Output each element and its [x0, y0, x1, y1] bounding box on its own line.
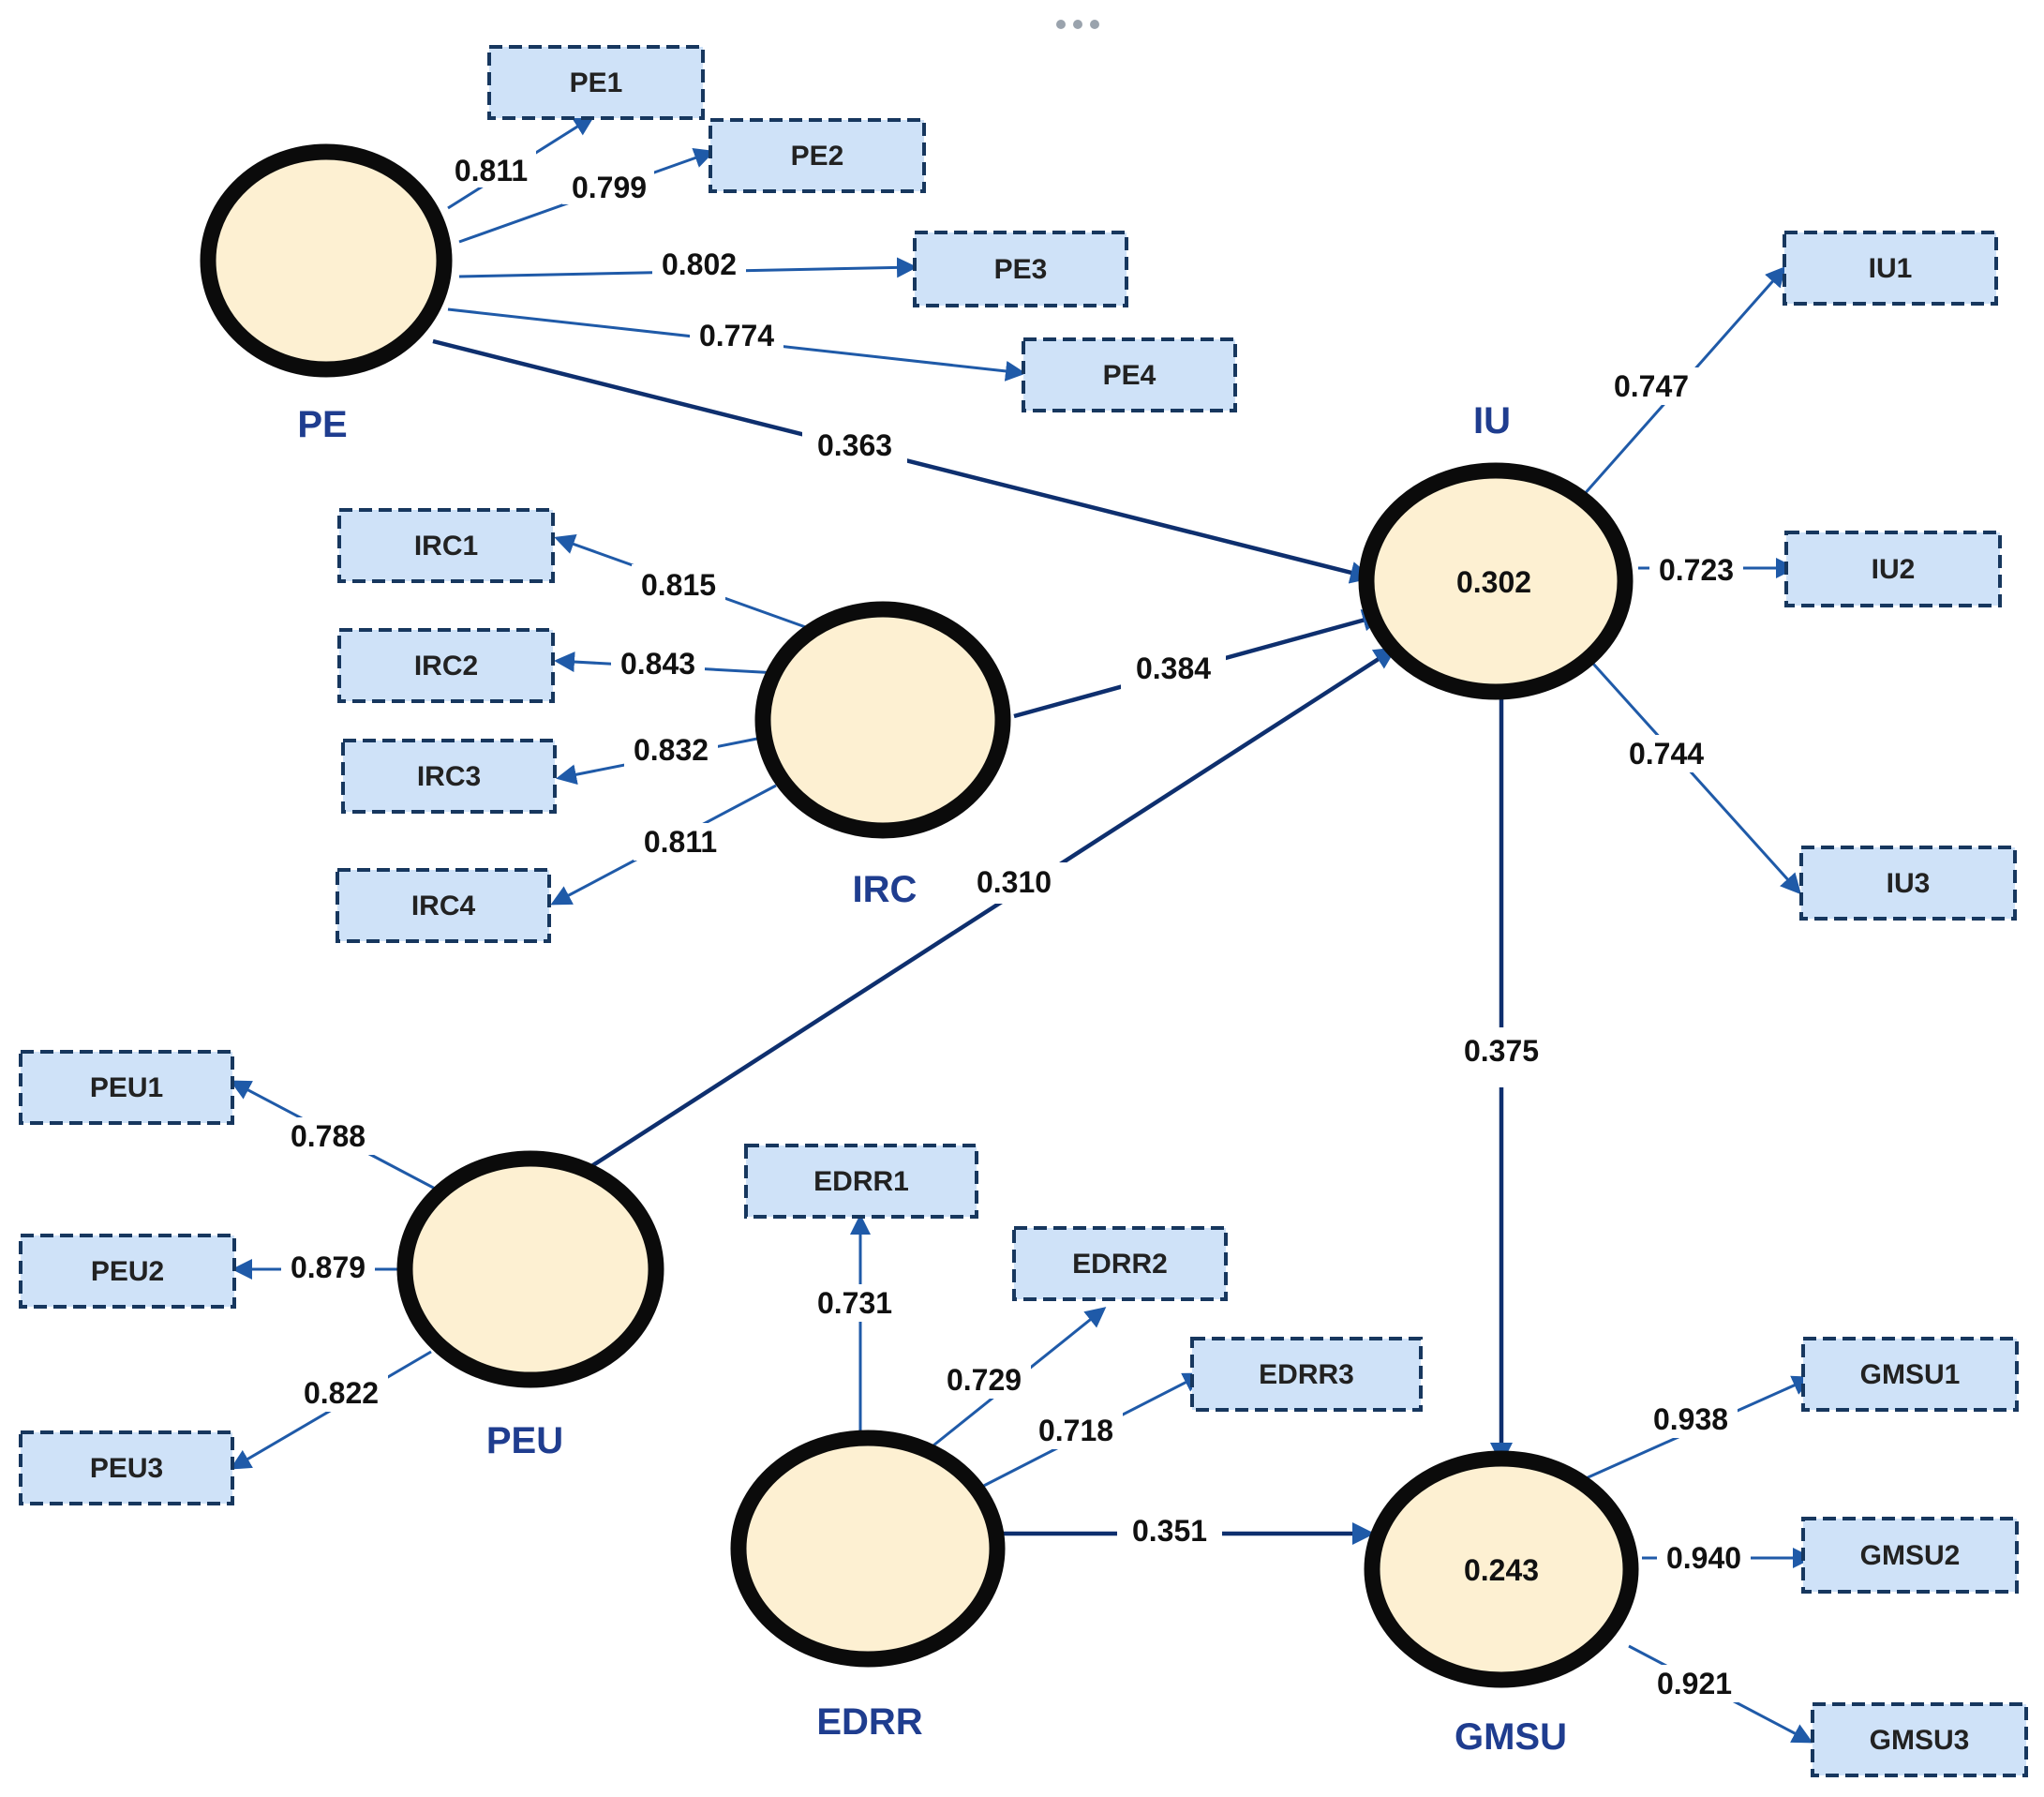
indicator-gmsu3: GMSU3: [1811, 1702, 2028, 1777]
indicator-pe3: PE3: [913, 231, 1128, 307]
indicator-label: PE4: [1103, 360, 1156, 391]
indicator-iu3: IU3: [1799, 846, 2017, 921]
indicator-edrr3: EDRR3: [1190, 1337, 1423, 1412]
construct-edrr: EDRR: [730, 1430, 1006, 1743]
indicator-label: EDRR2: [1072, 1249, 1168, 1280]
indicator-label: GMSU3: [1870, 1725, 1970, 1756]
indicator-irc4: IRC4: [336, 868, 551, 943]
indicator-pe2: PE2: [709, 118, 926, 193]
path-value-irc-iu: 0.384: [1136, 651, 1211, 685]
indicator-peu2: PEU2: [19, 1234, 236, 1309]
indicator-irc3: IRC3: [341, 739, 557, 814]
construct-iu: 0.302 IU: [1358, 400, 1634, 700]
loading-value-edrr3: 0.718: [1038, 1414, 1113, 1447]
indicator-label: EDRR3: [1259, 1359, 1354, 1390]
loading-value-iu2: 0.723: [1659, 553, 1734, 587]
construct-label: EDRR: [816, 1701, 922, 1743]
loading-value-iu3: 0.744: [1629, 737, 1704, 771]
indicator-peu1: PEU1: [19, 1050, 234, 1125]
loading-value-pe3: 0.802: [662, 247, 737, 281]
loading-value-pe1: 0.811: [455, 154, 528, 187]
path-value-peu-iu: 0.310: [977, 865, 1052, 899]
indicator-label: EDRR1: [813, 1166, 909, 1197]
loading-value-gmsu2: 0.940: [1666, 1541, 1741, 1575]
indicator-irc1: IRC1: [337, 508, 555, 583]
loading-value-peu1: 0.788: [291, 1119, 366, 1153]
path-value-pe-iu: 0.363: [817, 428, 892, 462]
construct-label: PE: [297, 404, 347, 445]
loading-value-pe2: 0.799: [572, 171, 647, 204]
indicator-label: IRC1: [414, 531, 478, 562]
loading-value-irc1: 0.815: [641, 568, 716, 602]
indicator-label: IRC2: [414, 651, 478, 681]
loading-value-edrr2: 0.729: [947, 1363, 1022, 1397]
indicator-iu2: IU2: [1784, 531, 2002, 607]
construct-r-squared: 0.302: [1456, 565, 1531, 599]
loading-value-pe4: 0.774: [699, 319, 774, 352]
construct-label: GMSU: [1455, 1716, 1567, 1758]
construct-label: IRC: [853, 869, 918, 910]
indicator-label: PE3: [994, 254, 1048, 285]
indicator-pe1: PE1: [487, 45, 705, 120]
construct-label: IU: [1473, 400, 1511, 442]
construct-pe: PE: [200, 143, 453, 445]
loading-value-gmsu3: 0.921: [1657, 1667, 1732, 1700]
loading-value-iu1: 0.747: [1614, 369, 1689, 403]
indicator-label: GMSU2: [1860, 1540, 1961, 1571]
indicator-label: PEU3: [90, 1453, 163, 1484]
indicator-label: PEU1: [90, 1072, 163, 1103]
path-value-edrr-gmsu: 0.351: [1132, 1514, 1207, 1548]
indicator-iu1: IU1: [1783, 231, 1998, 306]
indicator-gmsu2: GMSU2: [1801, 1517, 2019, 1594]
loading-line-iu3: [1591, 662, 1802, 895]
indicator-label: PE1: [570, 67, 623, 98]
indicator-label: IU1: [1869, 253, 1913, 284]
indicator-peu3: PEU3: [19, 1430, 234, 1505]
loading-value-irc3: 0.832: [634, 733, 709, 767]
path-line-peu-iu: [581, 647, 1397, 1174]
indicator-label: PE2: [791, 141, 844, 172]
indicator-label: PEU2: [91, 1256, 164, 1287]
indicator-gmsu1: GMSU1: [1801, 1337, 2019, 1412]
loading-value-edrr1: 0.731: [817, 1286, 892, 1320]
indicator-label: IU2: [1872, 554, 1916, 585]
ellipsis-icon[interactable]: [1056, 20, 1099, 29]
indicator-label: IRC3: [417, 761, 481, 792]
construct-gmsu: 0.243 GMSU: [1364, 1450, 1639, 1758]
construct-irc: IRC: [754, 601, 1011, 910]
indicator-pe4: PE4: [1022, 337, 1237, 412]
indicator-label: GMSU1: [1860, 1359, 1961, 1390]
indicator-irc2: IRC2: [337, 628, 555, 703]
construct-r-squared: 0.243: [1464, 1553, 1539, 1587]
indicator-label: IRC4: [411, 891, 476, 921]
loading-value-gmsu1: 0.938: [1653, 1402, 1728, 1436]
indicator-label: IU3: [1887, 868, 1931, 899]
construct-peu: PEU: [396, 1150, 664, 1461]
loading-value-peu2: 0.879: [291, 1250, 366, 1284]
indicator-edrr1: EDRR1: [744, 1144, 978, 1219]
path-value-iu-gmsu: 0.375: [1464, 1034, 1539, 1068]
loading-value-irc2: 0.843: [620, 647, 695, 681]
indicator-edrr2: EDRR2: [1012, 1226, 1228, 1301]
loading-value-irc4: 0.811: [644, 825, 717, 859]
loading-value-peu3: 0.822: [304, 1376, 379, 1410]
construct-label: PEU: [486, 1420, 563, 1461]
